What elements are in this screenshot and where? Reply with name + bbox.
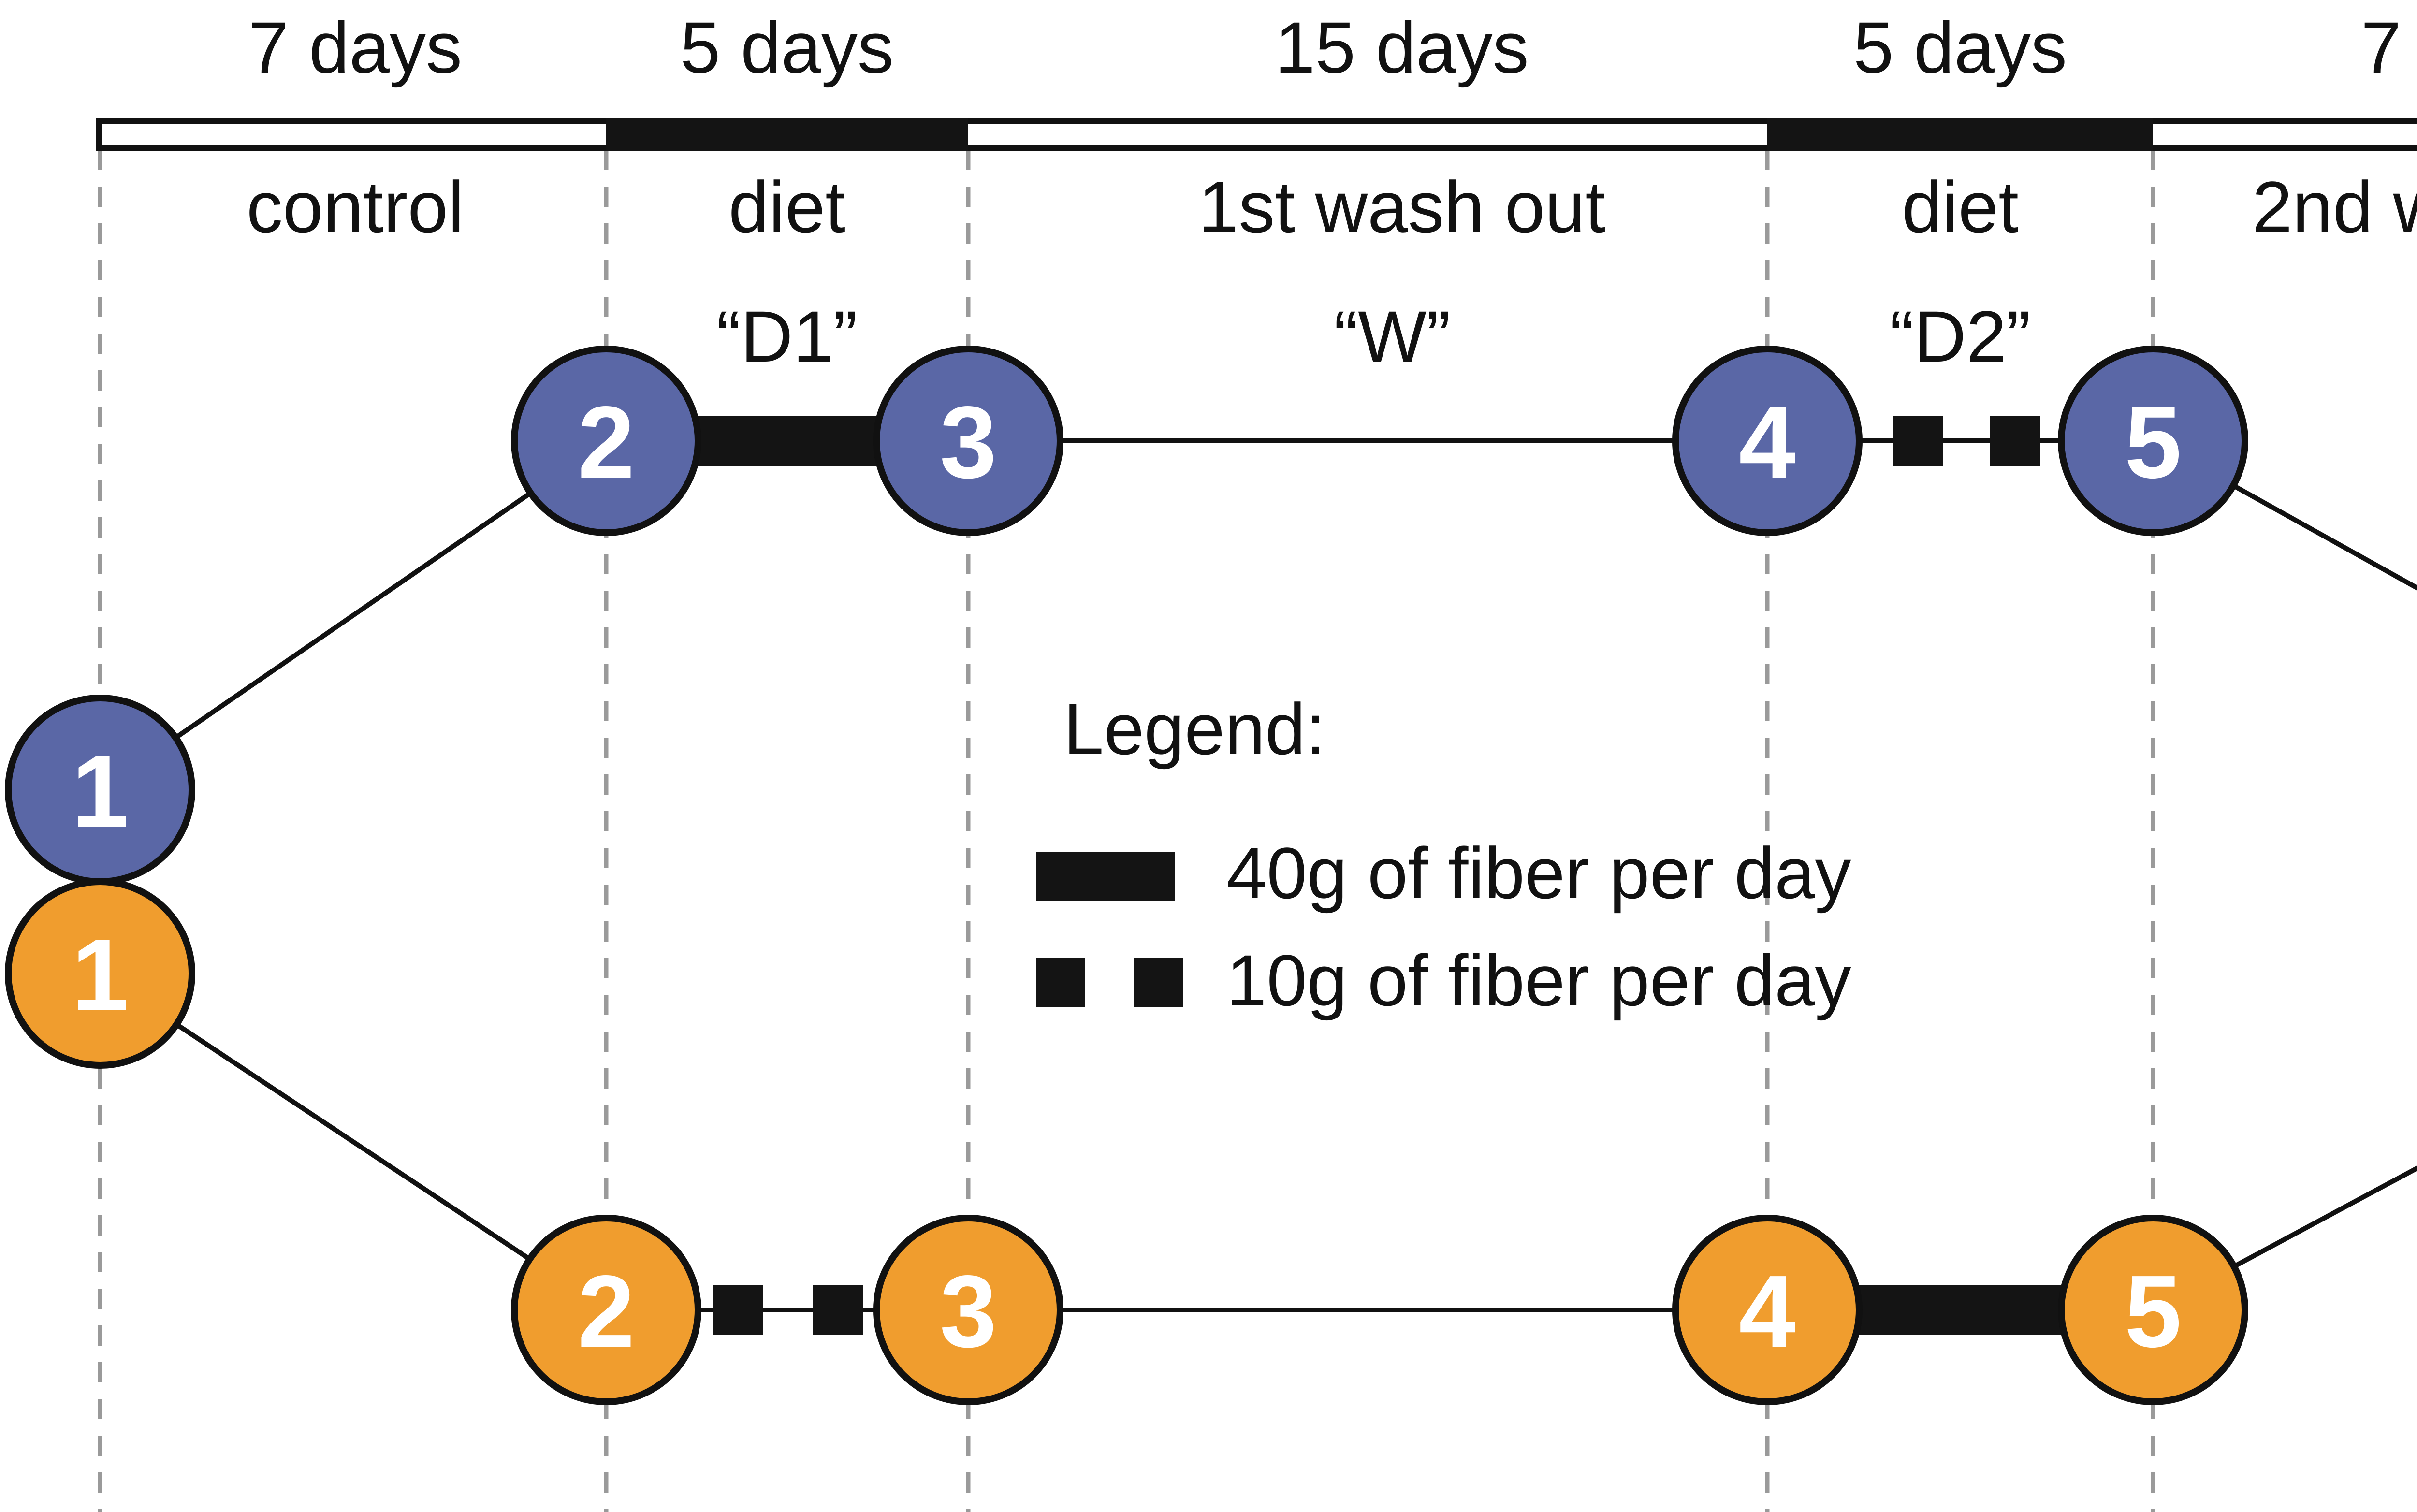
legend: Legend: 40g of fiber per day 10g of fibe…: [1036, 688, 1851, 1021]
phase-code-labels: “D1” “W” “D2”: [716, 296, 2031, 377]
thick-bar-swatch: [1036, 852, 1175, 901]
bottom-arm-node-number: 1: [72, 917, 129, 1032]
bottom-arm-node-4: [1672, 1215, 1863, 1405]
bottom-arm-nodes: 1 2 3 4 5 6: [5, 878, 2248, 1405]
top-arm-node-5: [2058, 346, 2248, 536]
top-arm-node-3: [873, 346, 1063, 536]
top-arm-node-4: [1672, 346, 1863, 536]
bottom-arm-node-number: 2: [578, 1254, 635, 1368]
top-arm-40g-diet-bar: [693, 416, 882, 466]
bottom-arm-node-2: [511, 1215, 701, 1405]
timeline-bar: [96, 118, 2417, 151]
bottom-arm-node-number: 4: [1739, 1254, 1796, 1368]
top-arm-node-number: 1: [72, 734, 129, 848]
phase-name-label: 1st wash out: [1198, 166, 1605, 247]
bottom-arm-40g-diet-bar: [1856, 1285, 2067, 1335]
top-arm-10g-square: [1990, 416, 2040, 466]
top-arm-node-number: 2: [578, 385, 635, 499]
bottom-arm-node-number: 5: [2125, 1254, 2182, 1368]
phase-duration-label: 5 days: [680, 7, 894, 88]
two-squares-swatch: [1036, 958, 1085, 1007]
phase-name-label: diet: [1902, 166, 2019, 247]
bottom-arm-node-3: [873, 1215, 1063, 1405]
bottom-arm-10g-square: [713, 1285, 763, 1335]
bottom-arm-link-5-6: [2152, 1165, 2417, 1312]
top-arm-node-number: 5: [2125, 385, 2182, 499]
bottom-arm-node-1: [5, 878, 195, 1069]
legend-title: Legend:: [1063, 688, 1325, 770]
bottom-arm-node-5: [2058, 1215, 2248, 1405]
phase-code-label-w: “W”: [1334, 296, 1450, 377]
top-arm-node-number: 4: [1739, 385, 1796, 499]
top-arm-link-5-6: [2152, 438, 2417, 591]
phase-name-label: diet: [728, 166, 845, 247]
phase-duration-label: 5 days: [1853, 7, 2067, 88]
phase-code-label-d1: “D1”: [716, 296, 858, 377]
top-arm-node-2: [511, 346, 701, 536]
phase-duration-labels: 7 days 5 days 15 days 5 days 7 days: [248, 7, 2417, 88]
phase-name-labels: control diet 1st wash out diet 2nd wash …: [247, 166, 2417, 247]
legend-item-label: 10g of fiber per day: [1226, 940, 1851, 1021]
bottom-arm-node-number: 3: [940, 1254, 997, 1368]
bottom-arm-10g-square: [813, 1285, 863, 1335]
legend-item-label: 40g of fiber per day: [1226, 832, 1851, 914]
phase-duration-label: 15 days: [1275, 7, 1529, 88]
bottom-arm-link-1-2: [99, 971, 608, 1312]
phase-name-label: 2nd wash out: [2252, 166, 2417, 247]
diet2-bar-segment: [1767, 118, 2153, 151]
top-arm-link-1-2: [99, 438, 608, 792]
phase-code-label-d2: “D2”: [1890, 296, 2031, 377]
phase-duration-label: 7 days: [2361, 7, 2417, 88]
phase-duration-label: 7 days: [248, 7, 462, 88]
top-arm-node-number: 3: [940, 385, 997, 499]
top-arm-nodes: 1 2 3 4 5 6: [5, 346, 2248, 885]
two-squares-swatch: [1134, 958, 1183, 1007]
diet1-bar-segment: [606, 118, 968, 151]
phase-name-label: control: [247, 166, 464, 247]
top-arm-10g-square: [1893, 416, 1943, 466]
